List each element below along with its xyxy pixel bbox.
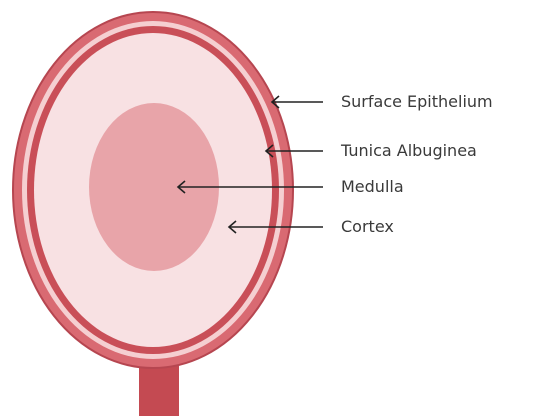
label-surface-epithelium: Surface Epithelium — [341, 92, 493, 111]
label-medulla: Medulla — [341, 177, 404, 196]
label-tunica-albuginea: Tunica Albuginea — [340, 141, 477, 160]
label-cortex: Cortex — [341, 217, 394, 236]
